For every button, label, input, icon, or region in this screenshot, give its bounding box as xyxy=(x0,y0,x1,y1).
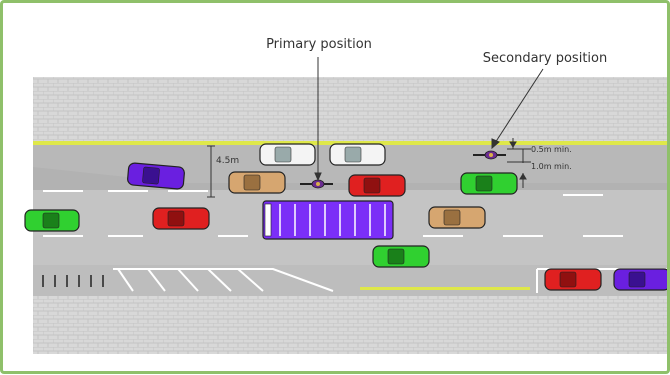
bus xyxy=(262,200,394,240)
primary-position-label: Primary position xyxy=(266,37,372,52)
car-red-1 xyxy=(348,174,406,197)
car-tan-2 xyxy=(428,206,486,229)
car-purple-1 xyxy=(127,162,185,190)
yellow-line-top xyxy=(33,141,667,145)
car-tan-1 xyxy=(228,171,286,194)
width-dimension xyxy=(207,145,215,198)
bottom-pavement xyxy=(33,296,667,354)
secondary-position-label: Secondary position xyxy=(483,51,607,66)
yellow-line-bottom xyxy=(360,287,530,290)
kerb-dimensions xyxy=(507,138,531,188)
cyclist-primary xyxy=(300,179,333,189)
zebra-studs xyxy=(42,275,104,287)
primary-arrow xyxy=(314,57,322,182)
car-red-3 xyxy=(544,268,602,291)
top-pavement xyxy=(33,77,667,141)
car-white-1 xyxy=(259,143,316,166)
car-white-2 xyxy=(329,143,386,166)
kerb-distance-label-1: 0.5m min. xyxy=(531,145,572,154)
car-green-3 xyxy=(372,245,430,268)
car-red-2 xyxy=(152,207,210,230)
car-green-2 xyxy=(24,209,80,232)
secondary-arrow xyxy=(491,68,544,150)
cyclist-secondary xyxy=(473,150,506,160)
road-width-label: 4.5m xyxy=(216,156,239,166)
kerb-distance-label-2: 1.0m min. xyxy=(531,162,572,171)
car-purple-2 xyxy=(613,268,670,291)
cycling-positions-diagram: Primary position Secondary position 4.5m… xyxy=(24,37,670,354)
car-green-1 xyxy=(460,172,518,195)
